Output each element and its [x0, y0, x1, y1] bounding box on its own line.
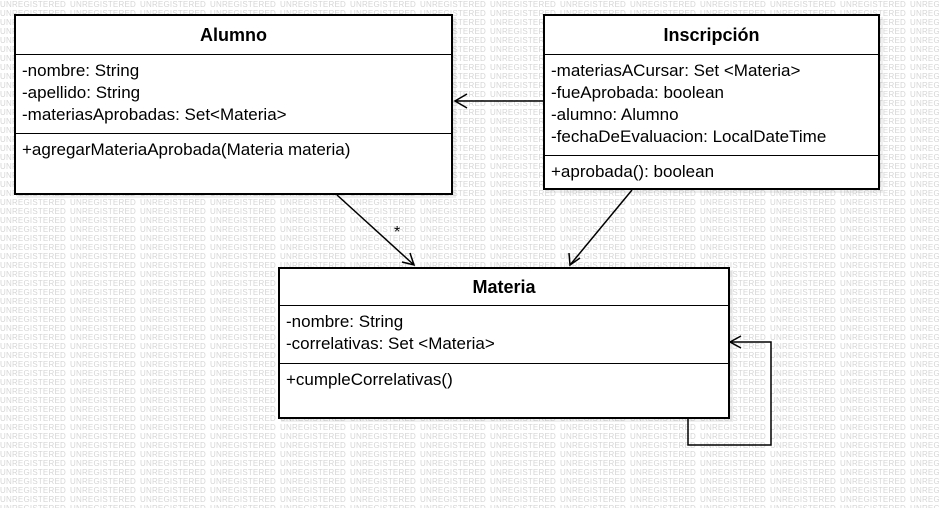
- attribute-materias-aprobadas: -materiasAprobadas: Set<Materia>: [22, 105, 287, 124]
- operation-agregar-materia-aprobada: +agregarMateriaAprobada(Materia materia): [22, 140, 351, 159]
- attribute-apellido: -apellido: String: [22, 83, 141, 102]
- attribute-fecha-de-evaluacion: -fechaDeEvaluacion: LocalDateTime: [551, 127, 827, 146]
- arrowhead-open-icon: [401, 252, 416, 267]
- association-materia-self[interactable]: [687, 335, 772, 446]
- watermark-row: UNREGISTEREDUNREGISTEREDUNREGISTEREDUNRE…: [0, 504, 939, 508]
- class-inscripcion-name: Inscripción: [545, 16, 878, 55]
- multiplicity-label: *: [394, 224, 401, 241]
- class-inscripcion[interactable]: Inscripción -materiasACursar: Set <Mater…: [543, 14, 880, 190]
- attribute-fue-aprobada: -fueAprobada: boolean: [551, 83, 724, 102]
- arrowhead-open-icon: [728, 335, 742, 349]
- attribute-materias-a-cursar: -materiasACursar: Set <Materia>: [551, 61, 801, 80]
- class-inscripcion-operations: +aprobada(): boolean: [545, 156, 878, 183]
- attribute-correlativas: -correlativas: Set <Materia>: [286, 334, 495, 353]
- attribute-nombre: -nombre: String: [22, 61, 140, 80]
- class-materia[interactable]: Materia -nombre: String -correlativas: S…: [278, 267, 730, 419]
- class-inscripcion-attributes: -materiasACursar: Set <Materia> -fueApro…: [545, 55, 878, 156]
- operation-cumple-correlativas: +cumpleCorrelativas(): [286, 370, 453, 389]
- association-alumno-materia[interactable]: [336, 194, 416, 267]
- association-inscripcion-alumno[interactable]: [453, 93, 543, 109]
- class-alumno-operations: +agregarMateriaAprobada(Materia materia): [16, 134, 451, 161]
- arrowhead-open-icon: [453, 93, 468, 109]
- watermark-row: UNREGISTEREDUNREGISTEREDUNREGISTEREDUNRE…: [0, 9, 939, 18]
- attribute-alumno: -alumno: Alumno: [551, 105, 679, 124]
- association-inscripcion-materia[interactable]: [568, 189, 633, 267]
- class-materia-attributes: -nombre: String -correlativas: Set <Mate…: [280, 306, 728, 364]
- class-alumno-attributes: -nombre: String -apellido: String -mater…: [16, 55, 451, 134]
- arrowhead-open-icon: [568, 252, 581, 267]
- class-materia-operations: +cumpleCorrelativas(): [280, 364, 728, 391]
- class-materia-name: Materia: [280, 269, 728, 306]
- operation-aprobada: +aprobada(): boolean: [551, 162, 715, 181]
- class-alumno-name: Alumno: [16, 16, 451, 55]
- class-alumno[interactable]: Alumno -nombre: String -apellido: String…: [14, 14, 453, 195]
- attribute-nombre: -nombre: String: [286, 312, 404, 331]
